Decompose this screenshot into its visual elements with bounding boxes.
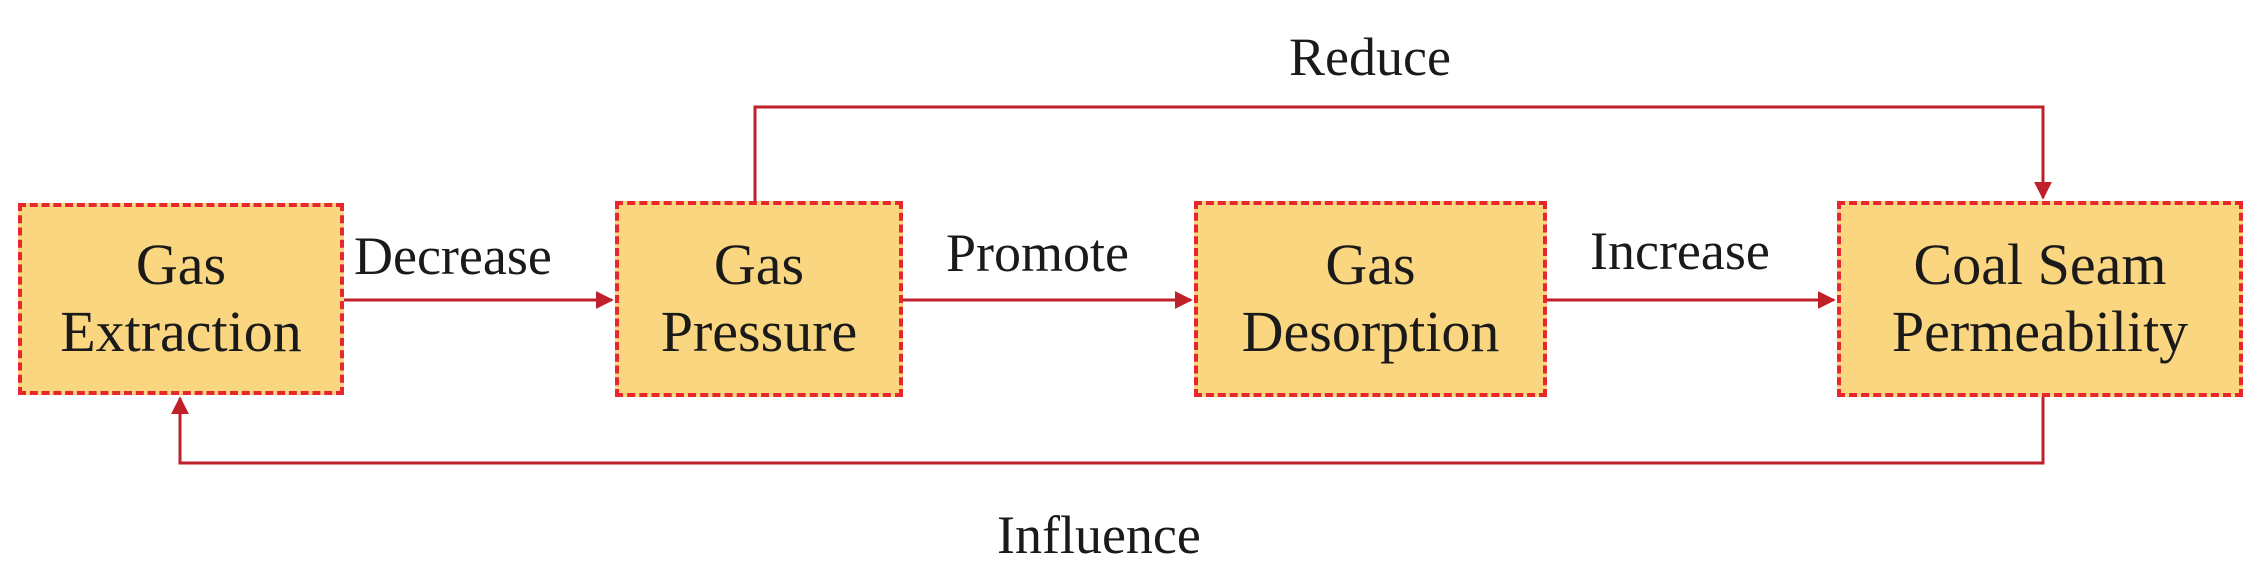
- gas-extraction-node: Gas Extraction: [18, 203, 344, 395]
- node-label-line: Desorption: [1241, 299, 1500, 364]
- edge-label-increase: Increase: [1590, 221, 1770, 281]
- gas-pressure-node: Gas Pressure: [615, 201, 903, 397]
- node-label-line: Gas: [713, 232, 805, 298]
- edge-label-promote: Promote: [946, 223, 1129, 283]
- coal-seam-permeability-node: Coal Seam Permeability: [1837, 201, 2243, 397]
- edge-label-influence: Influence: [997, 505, 1201, 565]
- node-label-line: Extraction: [60, 299, 302, 364]
- gas-desorption-node: Gas Desorption: [1194, 201, 1547, 397]
- edge-label-decrease: Decrease: [354, 226, 552, 286]
- arrow-permeability-to-extraction: [171, 396, 2045, 465]
- node-label-line: Gas: [1325, 232, 1416, 298]
- node-label-line: Permeability: [1891, 299, 2189, 364]
- node-label-line: Pressure: [660, 299, 858, 364]
- arrow-pressure-to-permeability: [753, 105, 2052, 201]
- node-label-line: Gas: [135, 232, 227, 298]
- edge-label-reduce: Reduce: [1289, 27, 1451, 87]
- node-label-line: Coal Seam: [1913, 232, 2167, 298]
